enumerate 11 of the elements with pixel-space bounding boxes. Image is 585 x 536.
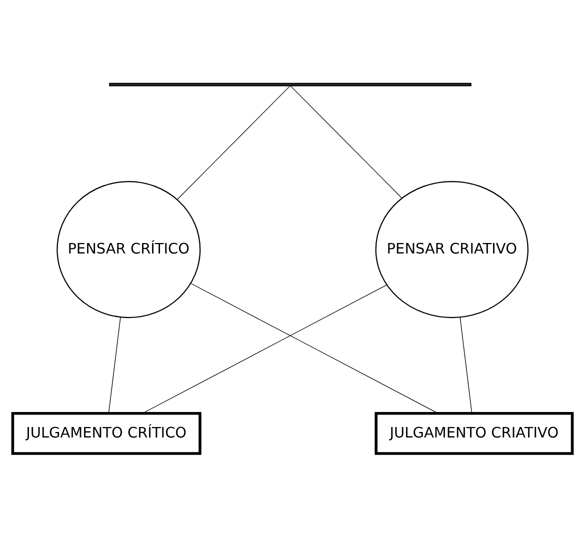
connector <box>142 284 388 414</box>
node-box: JULGAMENTO CRIATIVO <box>374 412 574 454</box>
node-circle: PENSAR CRÍTICO <box>56 180 201 318</box>
connector <box>460 316 472 414</box>
connector <box>108 316 121 414</box>
node-bar <box>109 82 472 86</box>
connector <box>290 84 402 198</box>
node-box: JULGAMENTO CRÍTICO <box>11 412 202 454</box>
connector <box>190 282 438 414</box>
connector <box>176 84 290 200</box>
node-ellipse: PENSAR CRIATIVO <box>375 180 529 318</box>
